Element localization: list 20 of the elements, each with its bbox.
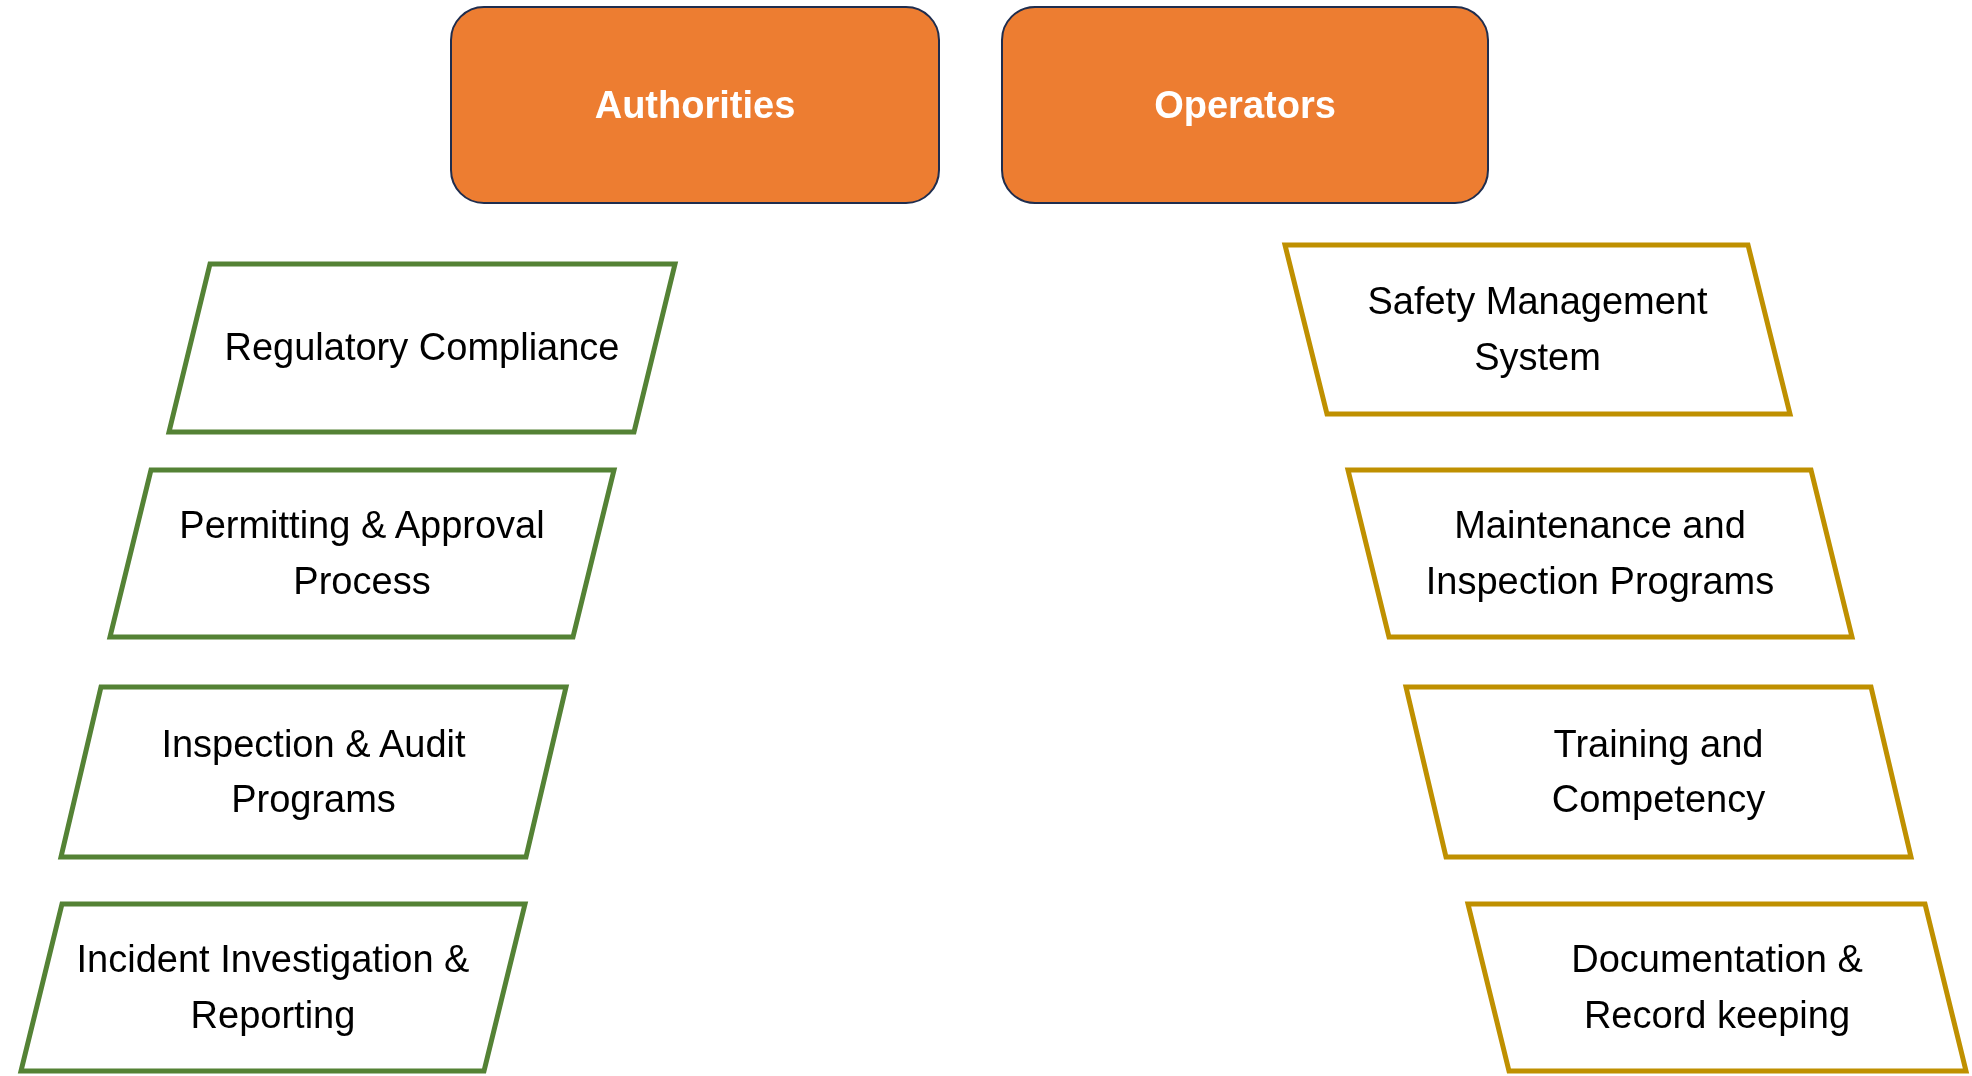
box-label: Documentation & Record keeping <box>1570 937 1864 1038</box>
header-box <box>1001 6 1489 204</box>
box-label: Permitting & Approval Process <box>178 503 546 604</box>
parallelogram-box <box>1283 243 1792 416</box>
parallelogram-box <box>19 902 527 1073</box>
header-label: Operators <box>1154 83 1336 127</box>
parallelogram-box <box>1346 468 1854 639</box>
parallelogram-box <box>108 468 616 639</box>
parallelogram-box <box>1404 685 1913 859</box>
parallelogram-box <box>167 262 677 434</box>
parallelogram-box <box>59 685 568 859</box>
box-label: Incident Investigation & Reporting <box>75 937 471 1038</box>
header-label: Authorities <box>594 83 796 127</box>
box-label: Maintenance and Inspection Programs <box>1424 503 1776 604</box>
box-label: Safety Management System <box>1366 279 1709 380</box>
box-label: Inspection & Audit Programs <box>160 721 467 822</box>
box-label: Training and Competency <box>1550 721 1767 822</box>
header-box <box>450 6 940 204</box>
parallelogram-box <box>1466 902 1968 1073</box>
box-label: Regulatory Compliance <box>224 325 620 371</box>
